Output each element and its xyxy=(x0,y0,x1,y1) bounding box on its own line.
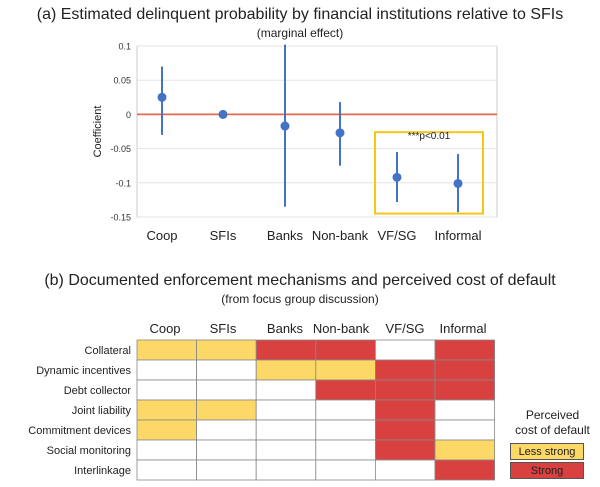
row-label: Commitment devices xyxy=(28,425,131,437)
y-tick-label: 0 xyxy=(126,110,131,120)
column-header: Informal xyxy=(440,321,487,336)
heatmap-cell xyxy=(374,459,436,481)
column-header: SFIs xyxy=(210,321,237,336)
heatmap-cell xyxy=(315,339,376,361)
estimate-point xyxy=(218,109,228,119)
x-tick-label: VF/SG xyxy=(377,228,416,243)
heatmap-cell xyxy=(255,379,317,401)
heatmap-cell xyxy=(136,419,197,441)
heatmap-cell xyxy=(374,379,436,401)
heatmap-cell xyxy=(136,359,197,381)
estimate-point xyxy=(335,128,345,138)
heatmap-cell xyxy=(136,379,197,401)
heatmap-cell xyxy=(196,459,257,481)
heatmap-cell xyxy=(434,419,495,441)
x-tick-label: Coop xyxy=(146,228,177,243)
heatmap-cell xyxy=(255,339,317,361)
heatmap-cell xyxy=(374,419,436,441)
heatmap-cell xyxy=(196,359,257,381)
heatmap-cell xyxy=(255,399,317,421)
y-tick-label: 0.05 xyxy=(113,76,131,86)
column-header: VF/SG xyxy=(385,321,424,336)
significance-annotation: ***p<0.01 xyxy=(408,131,451,142)
panel-a-title: (a) Estimated delinquent probability by … xyxy=(36,6,564,23)
y-axis-label: Coefficient xyxy=(92,106,104,158)
heatmap-cell xyxy=(315,399,376,421)
row-label: Social monitoring xyxy=(47,445,131,457)
row-label: Joint liability xyxy=(72,405,132,417)
y-tick-label: 0.1 xyxy=(118,42,131,52)
heatmap-cell xyxy=(374,439,436,461)
panel-a-subtitle: (marginal effect) xyxy=(256,26,344,40)
y-tick-label: -0.05 xyxy=(110,144,131,154)
legend-title-line-1: Perceived xyxy=(525,408,580,422)
heatmap-cell xyxy=(434,339,495,361)
highlight-box xyxy=(374,131,484,215)
panel-b-subtitle: (from focus group discussion) xyxy=(221,292,379,306)
x-tick-label: Banks xyxy=(267,228,304,243)
heatmap-cell xyxy=(136,439,197,461)
heatmap-cell xyxy=(315,439,376,461)
heatmap-cell xyxy=(374,359,436,381)
row-label: Collateral xyxy=(85,345,131,357)
estimate-point xyxy=(157,92,167,102)
column-header: Non-bank xyxy=(313,321,370,336)
x-tick-label: Non-bank xyxy=(312,228,369,243)
heatmap-cell xyxy=(315,379,376,401)
heatmap-cell xyxy=(374,339,436,361)
estimate-point xyxy=(392,172,402,182)
column-header: Banks xyxy=(267,321,304,336)
heatmap-cell xyxy=(434,459,495,481)
heatmap-cell xyxy=(315,419,376,441)
heatmap-cell xyxy=(196,399,257,421)
y-tick-label: -0.1 xyxy=(115,178,131,188)
x-tick-label: SFIs xyxy=(210,228,237,243)
heatmap-cell xyxy=(136,339,197,361)
coefficient-chart: 0.1 0.05 0 -0.05 -0.1 -0.15 Coefficient ***p<0.… xyxy=(92,42,498,243)
panel-b-title: (b) Documented enforcement mechanisms an… xyxy=(44,272,556,289)
heatmap-cell xyxy=(196,419,257,441)
legend-title-line-2: cost of default xyxy=(515,423,590,437)
heatmap-cell xyxy=(434,359,495,381)
heatmap-cell xyxy=(196,339,257,361)
heatmap-cell xyxy=(434,379,495,401)
heatmap-cell xyxy=(136,459,197,481)
y-tick-label: -0.15 xyxy=(110,213,131,223)
row-label: Dynamic incentives xyxy=(36,365,131,377)
heatmap-cell xyxy=(255,459,317,481)
heatmap-cell xyxy=(434,399,495,421)
heatmap-cell xyxy=(315,459,376,481)
heatmap-cell xyxy=(255,359,317,381)
heatmap-cell xyxy=(196,379,257,401)
row-label: Debt collector xyxy=(64,385,132,397)
legend-less-strong: Less strong xyxy=(510,443,584,460)
heatmap-cell xyxy=(255,419,317,441)
legend-strong: Strong xyxy=(510,462,584,479)
estimate-point xyxy=(280,121,290,131)
heatmap-cell xyxy=(196,439,257,461)
heatmap-cell xyxy=(255,439,317,461)
heatmap-cell xyxy=(315,359,376,381)
heatmap-cell xyxy=(374,399,436,421)
heatmap-cell xyxy=(136,399,197,421)
column-header: Coop xyxy=(149,321,180,336)
row-label: Interlinkage xyxy=(74,465,131,477)
heatmap-cell xyxy=(434,439,495,461)
x-tick-label: Informal xyxy=(435,228,482,243)
estimate-point xyxy=(453,178,463,188)
